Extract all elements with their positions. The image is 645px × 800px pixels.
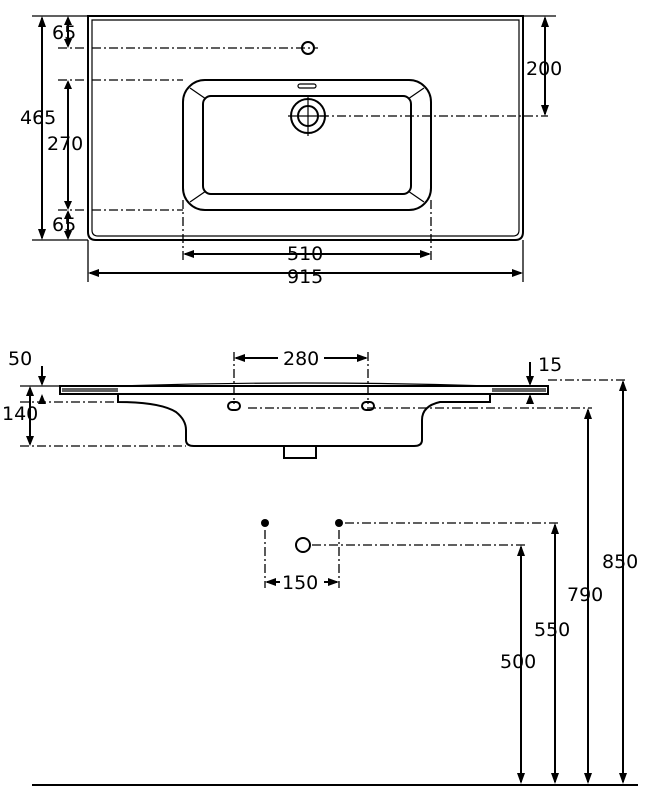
overflow-slot [297, 83, 317, 89]
arrows-floor [517, 773, 627, 784]
side-basin-body [117, 394, 491, 447]
side-view: 280 50 140 15 [2, 348, 562, 459]
dim-rim-height: 850 [602, 551, 638, 573]
side-basin-top [117, 382, 491, 387]
top-view: 65 465 270 65 200 510 915 [20, 15, 562, 288]
dim-bowl-length: 270 [47, 133, 83, 155]
arrows-tap [64, 16, 72, 48]
arrow-drain-height [517, 545, 525, 556]
arrow-rim-bottom [526, 394, 534, 404]
dim-rim: 15 [538, 354, 562, 376]
bracket-slot-left [227, 401, 241, 411]
dim-bowl-front: 65 [52, 214, 76, 236]
dim-supply-spacing: 150 [282, 572, 318, 594]
bowl-corner-lines [189, 87, 425, 203]
side-drain-spigot [283, 446, 317, 459]
arrows-drain [541, 16, 549, 116]
dim-drain-height: 500 [500, 651, 536, 673]
arrow-bracket-height [584, 408, 592, 419]
side-countertop [59, 385, 549, 395]
supply-point-right-icon [335, 519, 343, 527]
bracket-slot-right [361, 401, 375, 411]
bowl-inner [202, 95, 412, 195]
dim-tap-from-back: 65 [52, 22, 76, 44]
dim-drain-from-back: 200 [526, 58, 562, 80]
dim-supply-height: 550 [534, 619, 570, 641]
dim-overall-width: 915 [287, 266, 323, 288]
arrow-thickness-top [38, 376, 46, 386]
drain-outlet-icon [295, 537, 311, 553]
countertop-inner-edge [91, 19, 520, 237]
bowl-outer [182, 79, 432, 211]
dim-top-thickness: 50 [8, 348, 32, 370]
arrow-rim-top [526, 376, 534, 386]
arrows-bowl-front [64, 210, 72, 240]
side-countertop-hatch-left [62, 388, 118, 392]
install-view: 150 500 550 790 850 [32, 379, 638, 786]
dim-overall-height: 140 [2, 403, 38, 425]
arrow-rim-height [619, 380, 627, 391]
countertop-outline [87, 15, 524, 241]
dim-bracket-spacing: 280 [283, 348, 319, 370]
side-countertop-hatch-right [492, 388, 546, 392]
dim-overall-depth: 465 [20, 107, 56, 129]
dim-bowl-width: 510 [287, 243, 323, 265]
dim-bracket-height: 790 [567, 584, 603, 606]
arrow-thickness-bottom [38, 394, 46, 404]
arrow-supply-height [551, 523, 559, 534]
supply-point-left-icon [261, 519, 269, 527]
